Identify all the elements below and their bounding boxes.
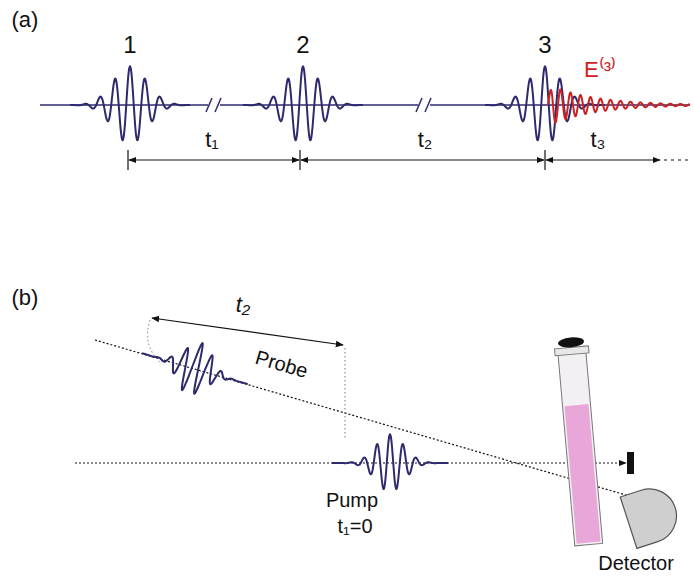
callout-number: 2 (296, 33, 309, 57)
label: t₁=0 (337, 516, 372, 536)
label: t₂ (236, 294, 251, 316)
label: Pump (326, 490, 378, 510)
label: Detector (598, 553, 674, 573)
pulses (70, 66, 690, 489)
delay-arrow (152, 318, 343, 345)
label: Probe (254, 347, 311, 381)
pulse (135, 327, 255, 407)
sample-cuvette (554, 336, 606, 546)
pulse (243, 66, 363, 140)
label: t₁ (205, 129, 219, 151)
time-axis (128, 150, 690, 170)
guide-line (345, 348, 346, 440)
detector-symbol (620, 482, 683, 548)
label: E⁽³⁾ (584, 59, 616, 81)
callout-number: 1 (123, 33, 136, 57)
label: (a) (12, 9, 39, 31)
label: (b) (12, 287, 39, 309)
pulse (70, 66, 190, 140)
pulse (332, 434, 448, 489)
callout-number: 3 (538, 33, 551, 57)
pulse (548, 89, 690, 122)
probe-pulse (135, 327, 255, 407)
beam-block (627, 452, 634, 474)
break-mark (206, 96, 431, 114)
label: t₂ (418, 129, 433, 151)
label: t₃ (590, 129, 605, 151)
